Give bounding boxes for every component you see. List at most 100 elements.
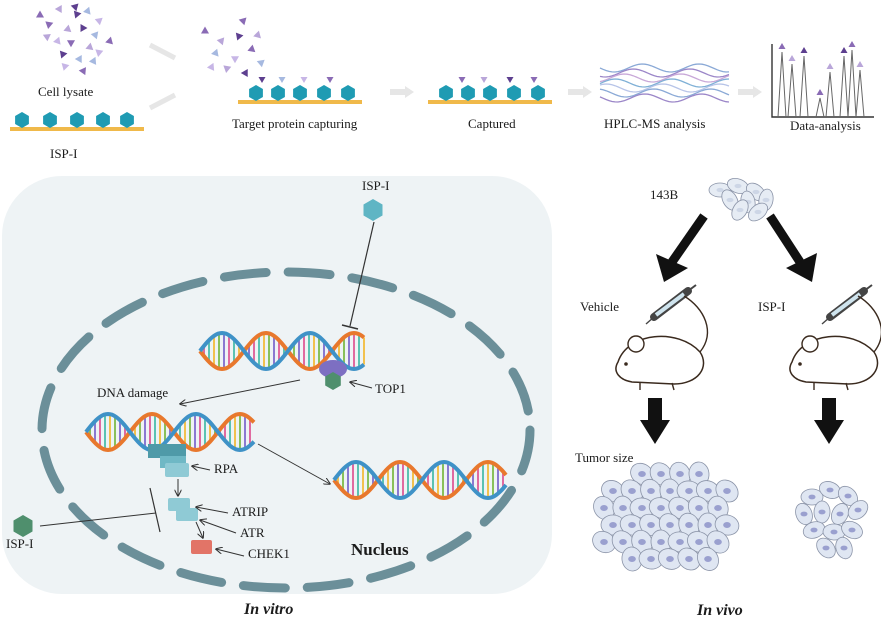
protein-triangle bbox=[73, 10, 82, 19]
hexagon-shape bbox=[317, 85, 331, 101]
hexagon-shape bbox=[43, 112, 57, 128]
protein-triangle bbox=[235, 32, 244, 41]
isp-i-top-hexagon bbox=[363, 199, 383, 221]
in-vivo-section: 143B Vehicle ISP-I Tumor size In vivo bbox=[575, 178, 881, 619]
atr-protein bbox=[176, 508, 198, 521]
syringe-plunger bbox=[863, 284, 873, 292]
protein-triangle bbox=[53, 36, 61, 45]
hexagon-shape bbox=[439, 85, 453, 101]
syringe-icon-vehicle bbox=[645, 284, 697, 325]
hexagon-shape bbox=[341, 85, 355, 101]
protein-triangle bbox=[800, 46, 808, 54]
syringe-fluid bbox=[654, 292, 686, 317]
lysate-triangles-cluster bbox=[36, 3, 113, 76]
spectrum-peak bbox=[799, 55, 809, 118]
cell-nucleus bbox=[723, 488, 731, 494]
hexagon-shape bbox=[15, 112, 29, 128]
rpa-pointer bbox=[192, 466, 211, 470]
protein-triangle bbox=[848, 40, 856, 48]
protein-triangle bbox=[480, 76, 488, 84]
cell-nucleus bbox=[676, 505, 684, 511]
mouse-eye bbox=[624, 362, 628, 366]
hexagon-shape bbox=[531, 85, 545, 101]
dna-strand bbox=[332, 459, 508, 501]
protein-triangle bbox=[201, 26, 209, 34]
tumor-isp-i-small bbox=[795, 481, 869, 560]
cell-nucleus bbox=[734, 183, 742, 189]
protein-triangle bbox=[36, 10, 44, 18]
protein-triangle bbox=[816, 88, 824, 96]
cell-nucleus bbox=[609, 488, 617, 494]
rpa-label: RPA bbox=[214, 461, 239, 476]
protein-triangle bbox=[856, 60, 864, 68]
cell-nucleus bbox=[736, 207, 744, 213]
syringe-needle bbox=[645, 316, 655, 325]
protein-triangle bbox=[238, 17, 247, 26]
protein-triangle bbox=[253, 30, 261, 39]
syringe-plunger bbox=[687, 284, 697, 292]
syringe-needle bbox=[821, 316, 831, 325]
hexagon-shape bbox=[325, 372, 341, 390]
protein-triangle bbox=[211, 48, 219, 57]
nucleus-envelope bbox=[37, 267, 535, 593]
dna-strand bbox=[84, 411, 256, 453]
protein-triangle bbox=[530, 76, 538, 84]
atr-pointer bbox=[200, 520, 237, 534]
protein-triangle bbox=[506, 76, 514, 84]
hexagon-shape bbox=[507, 85, 521, 101]
protein-triangle bbox=[778, 42, 786, 50]
inhibition-bar-top bbox=[341, 324, 359, 330]
target-capturing-label: Target protein capturing bbox=[232, 116, 358, 131]
cell-nucleus bbox=[657, 471, 665, 477]
cell-nucleus bbox=[666, 522, 674, 528]
flow-arrowhead-3 bbox=[753, 86, 762, 98]
cell-nucleus bbox=[695, 471, 703, 477]
flow-arrowhead-1 bbox=[405, 86, 414, 98]
hplc-ms-label: HPLC-MS analysis bbox=[604, 116, 705, 131]
dna-helix-damaged bbox=[84, 411, 256, 453]
dna-strand bbox=[198, 330, 366, 372]
cell-nucleus bbox=[704, 556, 712, 562]
mouse-tail bbox=[857, 295, 881, 353]
syringe-icon-isp-i bbox=[821, 284, 873, 325]
cell-nucleus bbox=[844, 493, 852, 499]
protein-triangle bbox=[94, 17, 103, 26]
cell-nucleus bbox=[723, 522, 731, 528]
protein-triangle bbox=[90, 31, 99, 40]
protein-triangle bbox=[278, 76, 286, 84]
isp-i-left-label: ISP-I bbox=[6, 536, 33, 551]
cell-nucleus bbox=[826, 487, 834, 493]
rpa-protein bbox=[165, 463, 189, 477]
protein-triangle bbox=[788, 54, 796, 62]
cell-lysate-label: Cell lysate bbox=[38, 84, 93, 99]
protein-triangle bbox=[61, 63, 70, 71]
cell-nucleus bbox=[800, 511, 808, 517]
protein-triangle bbox=[216, 37, 225, 46]
protein-triangle bbox=[80, 24, 88, 32]
mouse-icon-isp-i bbox=[789, 295, 881, 391]
cell-nucleus bbox=[647, 556, 655, 562]
dna-strand bbox=[84, 411, 256, 453]
dna-damage-arrow bbox=[180, 379, 301, 404]
cell-nucleus bbox=[848, 527, 856, 533]
hplc-wave-line bbox=[599, 88, 730, 98]
hexagon-shape bbox=[293, 85, 307, 101]
cell-nucleus bbox=[695, 539, 703, 545]
isp-i-inhibition-line bbox=[349, 221, 375, 327]
hexagon-shape bbox=[96, 112, 110, 128]
cell-nucleus bbox=[638, 471, 646, 477]
mouse-icon-vehicle bbox=[615, 295, 709, 391]
mouse-leg bbox=[671, 382, 675, 391]
cell-nucleus bbox=[714, 539, 722, 545]
protein-triangle bbox=[95, 49, 104, 57]
protein-triangle bbox=[223, 65, 232, 73]
spectrum-peak bbox=[847, 49, 857, 118]
top1-pointer bbox=[350, 382, 373, 389]
isp-i-top-label: ISP-I bbox=[362, 178, 389, 193]
hexagon-shape bbox=[271, 85, 285, 101]
dna-strand bbox=[198, 330, 366, 372]
mouse-tail bbox=[683, 295, 709, 353]
in-vitro-panel: ISP-I TOP1 DNA damage RPA ATRIP ATR CHEK bbox=[2, 176, 552, 618]
hplc-wave-line bbox=[599, 73, 730, 83]
cell-nucleus bbox=[600, 539, 608, 545]
